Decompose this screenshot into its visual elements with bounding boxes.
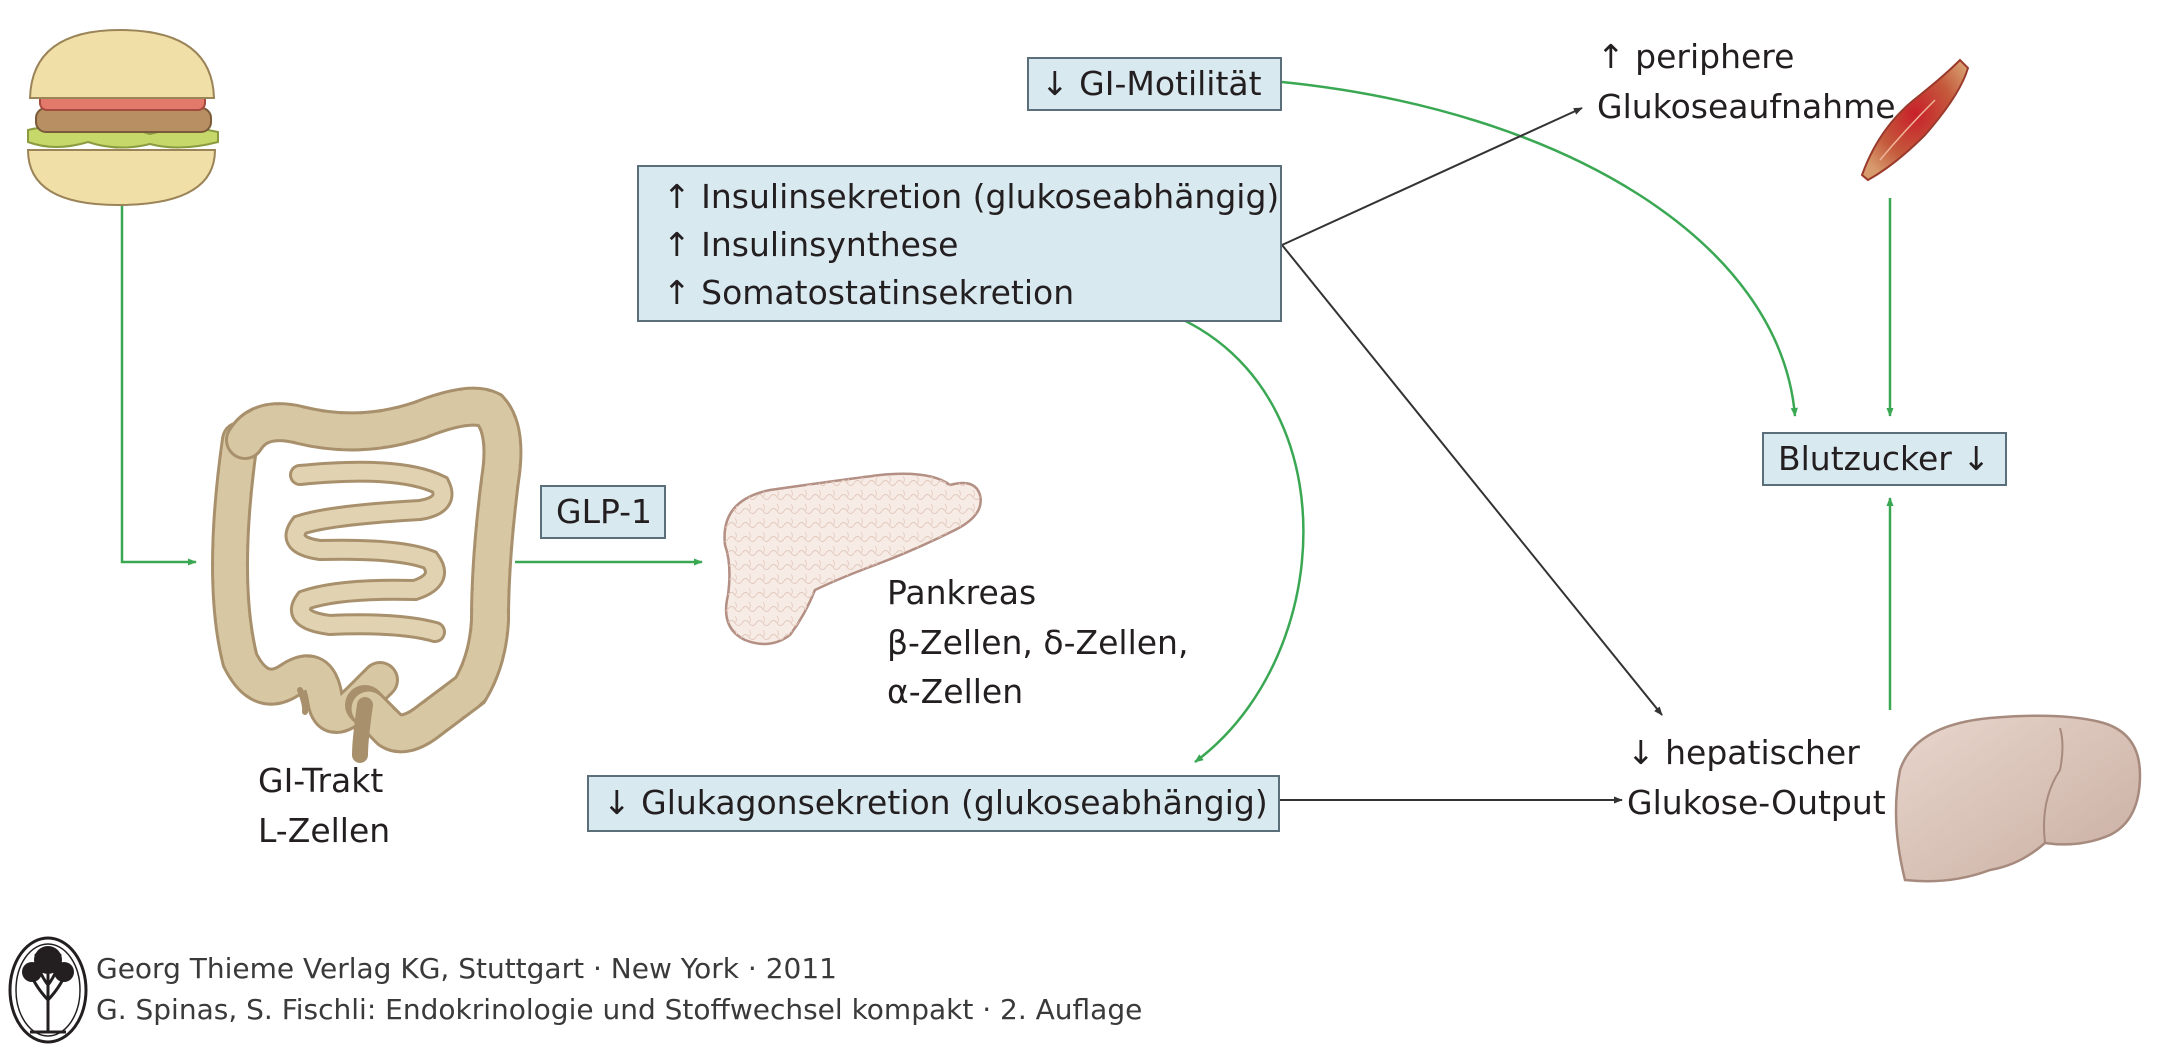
gi-motility-box xyxy=(1027,57,1282,111)
thieme-tree-logo xyxy=(8,936,88,1044)
book-credit: G. Spinas, S. Fischli: Endokrinologie un… xyxy=(96,993,1143,1026)
publisher-credit: Georg Thieme Verlag KG, Stuttgart · New … xyxy=(96,952,837,985)
gi-line-1: GI-Trakt xyxy=(258,761,384,800)
glp1-box xyxy=(540,485,666,539)
burger-icon xyxy=(26,28,219,207)
insulin-secretion-label: ↑ Insulinsekretion (glukoseabhängig) xyxy=(663,177,1280,216)
glucagon-box xyxy=(587,775,1280,832)
gi-line-2: L-Zellen xyxy=(258,810,391,850)
hepatic-line-1: ↓ hepatischer xyxy=(1627,733,1860,772)
muscle-icon xyxy=(1860,58,1970,182)
gi-motility-label: ↓ GI-Motilität xyxy=(1041,64,1262,103)
glucagon-label: ↓ Glukagonsekretion (glukoseabhängig) xyxy=(603,783,1268,822)
insulin-synthesis-label: ↑ Insulinsynthese xyxy=(663,225,959,264)
arrow-motility-to-bloodsugar xyxy=(1281,80,1798,417)
pancreas-line-3: α-Zellen xyxy=(887,672,1024,711)
arrow-insulin-to-hepatic xyxy=(1281,244,1663,716)
hepatic-output-label: ↓ hepatischer Glukose-Output xyxy=(1627,728,1886,827)
pancreas-icon xyxy=(723,472,982,646)
peripheral-line-1: ↑ periphere xyxy=(1597,37,1795,76)
blood-sugar-box xyxy=(1762,432,2007,486)
arrow-insulin-to-peripheral xyxy=(1281,107,1583,246)
glp1-label: GLP-1 xyxy=(556,492,653,531)
liver-icon xyxy=(1894,714,2142,883)
pancreas-label: Pankreas β-Zellen, δ-Zellen, α-Zellen xyxy=(887,568,1188,717)
arrow-food-to-gut xyxy=(120,205,197,566)
insulin-effects-box xyxy=(637,165,1282,322)
pancreas-line-2: β-Zellen, δ-Zellen, xyxy=(887,622,1189,662)
peripheral-uptake-label: ↑ periphere Glukoseaufnahme xyxy=(1597,32,1896,131)
pancreas-line-1: Pankreas xyxy=(887,573,1037,612)
intestine-icon xyxy=(211,386,523,763)
hepatic-line-2: Glukose-Output xyxy=(1627,782,1886,822)
somatostatin-label: ↑ Somatostatinsekretion xyxy=(663,273,1075,312)
gi-tract-label: GI-Trakt L-Zellen xyxy=(258,756,390,855)
peripheral-line-2: Glukoseaufnahme xyxy=(1597,86,1896,126)
blood-sugar-label: Blutzucker ↓ xyxy=(1778,439,1990,478)
